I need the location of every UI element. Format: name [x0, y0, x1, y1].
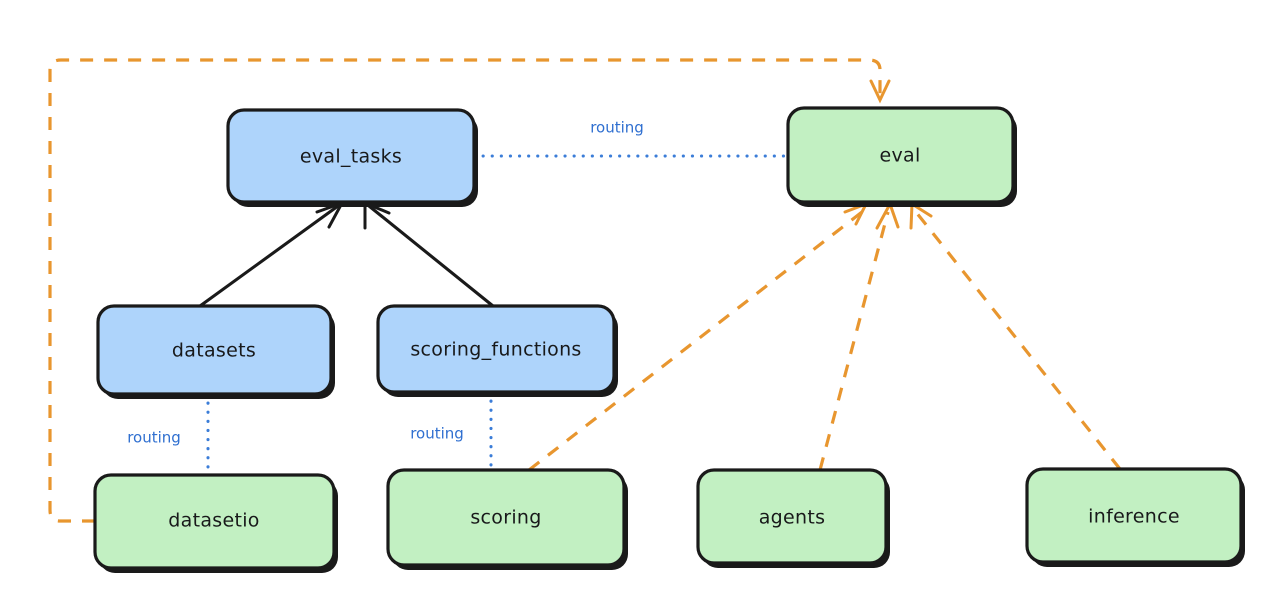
edge-scoring_functions-eval_tasks: [363, 200, 495, 308]
edge-datasetio-eval-arrowhead: [869, 79, 891, 104]
node-inference-box: [1025, 467, 1243, 564]
node-eval-label: eval: [879, 145, 920, 167]
node-scoring_functions-box: [376, 304, 616, 394]
node-datasets-label: datasets: [172, 340, 256, 362]
node-eval_tasks[interactable]: eval_tasks: [226, 108, 478, 207]
node-datasets[interactable]: datasets: [96, 304, 335, 399]
node-scoring[interactable]: scoring: [386, 468, 628, 570]
edge-agents-eval-path: [818, 211, 890, 471]
node-agents-label: agents: [759, 507, 826, 529]
node-inference[interactable]: inference: [1025, 467, 1245, 567]
node-scoring-box: [386, 468, 626, 567]
node-eval_tasks-label: eval_tasks: [300, 146, 402, 168]
node-scoring_functions-label: scoring_functions: [410, 339, 581, 361]
edge-scoring_functions-eval_tasks-path: [367, 204, 495, 308]
node-scoring_functions[interactable]: scoring_functions: [376, 304, 618, 397]
edge-datasets-eval_tasks-path: [198, 204, 340, 308]
node-datasetio[interactable]: datasetio: [93, 473, 338, 573]
node-eval_tasks-box: [226, 108, 476, 204]
edge-eval_tasks-eval: routing: [472, 119, 790, 158]
node-eval-box: [786, 106, 1015, 204]
edge-datasets-datasetio: routing: [127, 392, 210, 477]
edge-inference-eval-path: [914, 211, 1122, 470]
node-inference-label: inference: [1088, 506, 1180, 528]
node-datasets-box: [96, 304, 333, 396]
node-scoring-label: scoring: [470, 507, 541, 529]
edge-label-routing-datasets: routing: [127, 429, 181, 447]
edge-datasetio-eval: [48, 58, 891, 523]
edge-label-routing-eval-tasks: routing: [590, 119, 644, 137]
edge-datasetio-eval-path: [48, 58, 882, 523]
edge-agents-eval: [818, 200, 900, 471]
edge-label-routing-scoring-functions: routing: [410, 425, 464, 443]
node-datasetio-label: datasetio: [168, 510, 259, 532]
node-datasetio-box: [93, 473, 336, 570]
edge-agents-eval-arrowhead: [875, 200, 900, 230]
edge-inference-eval: [909, 201, 1122, 470]
node-agents-box: [696, 468, 888, 565]
node-eval[interactable]: eval: [786, 106, 1017, 207]
edge-scoring_functions-scoring: routing: [410, 390, 493, 472]
node-agents[interactable]: agents: [696, 468, 890, 568]
edge-datasets-eval_tasks: [198, 200, 346, 308]
